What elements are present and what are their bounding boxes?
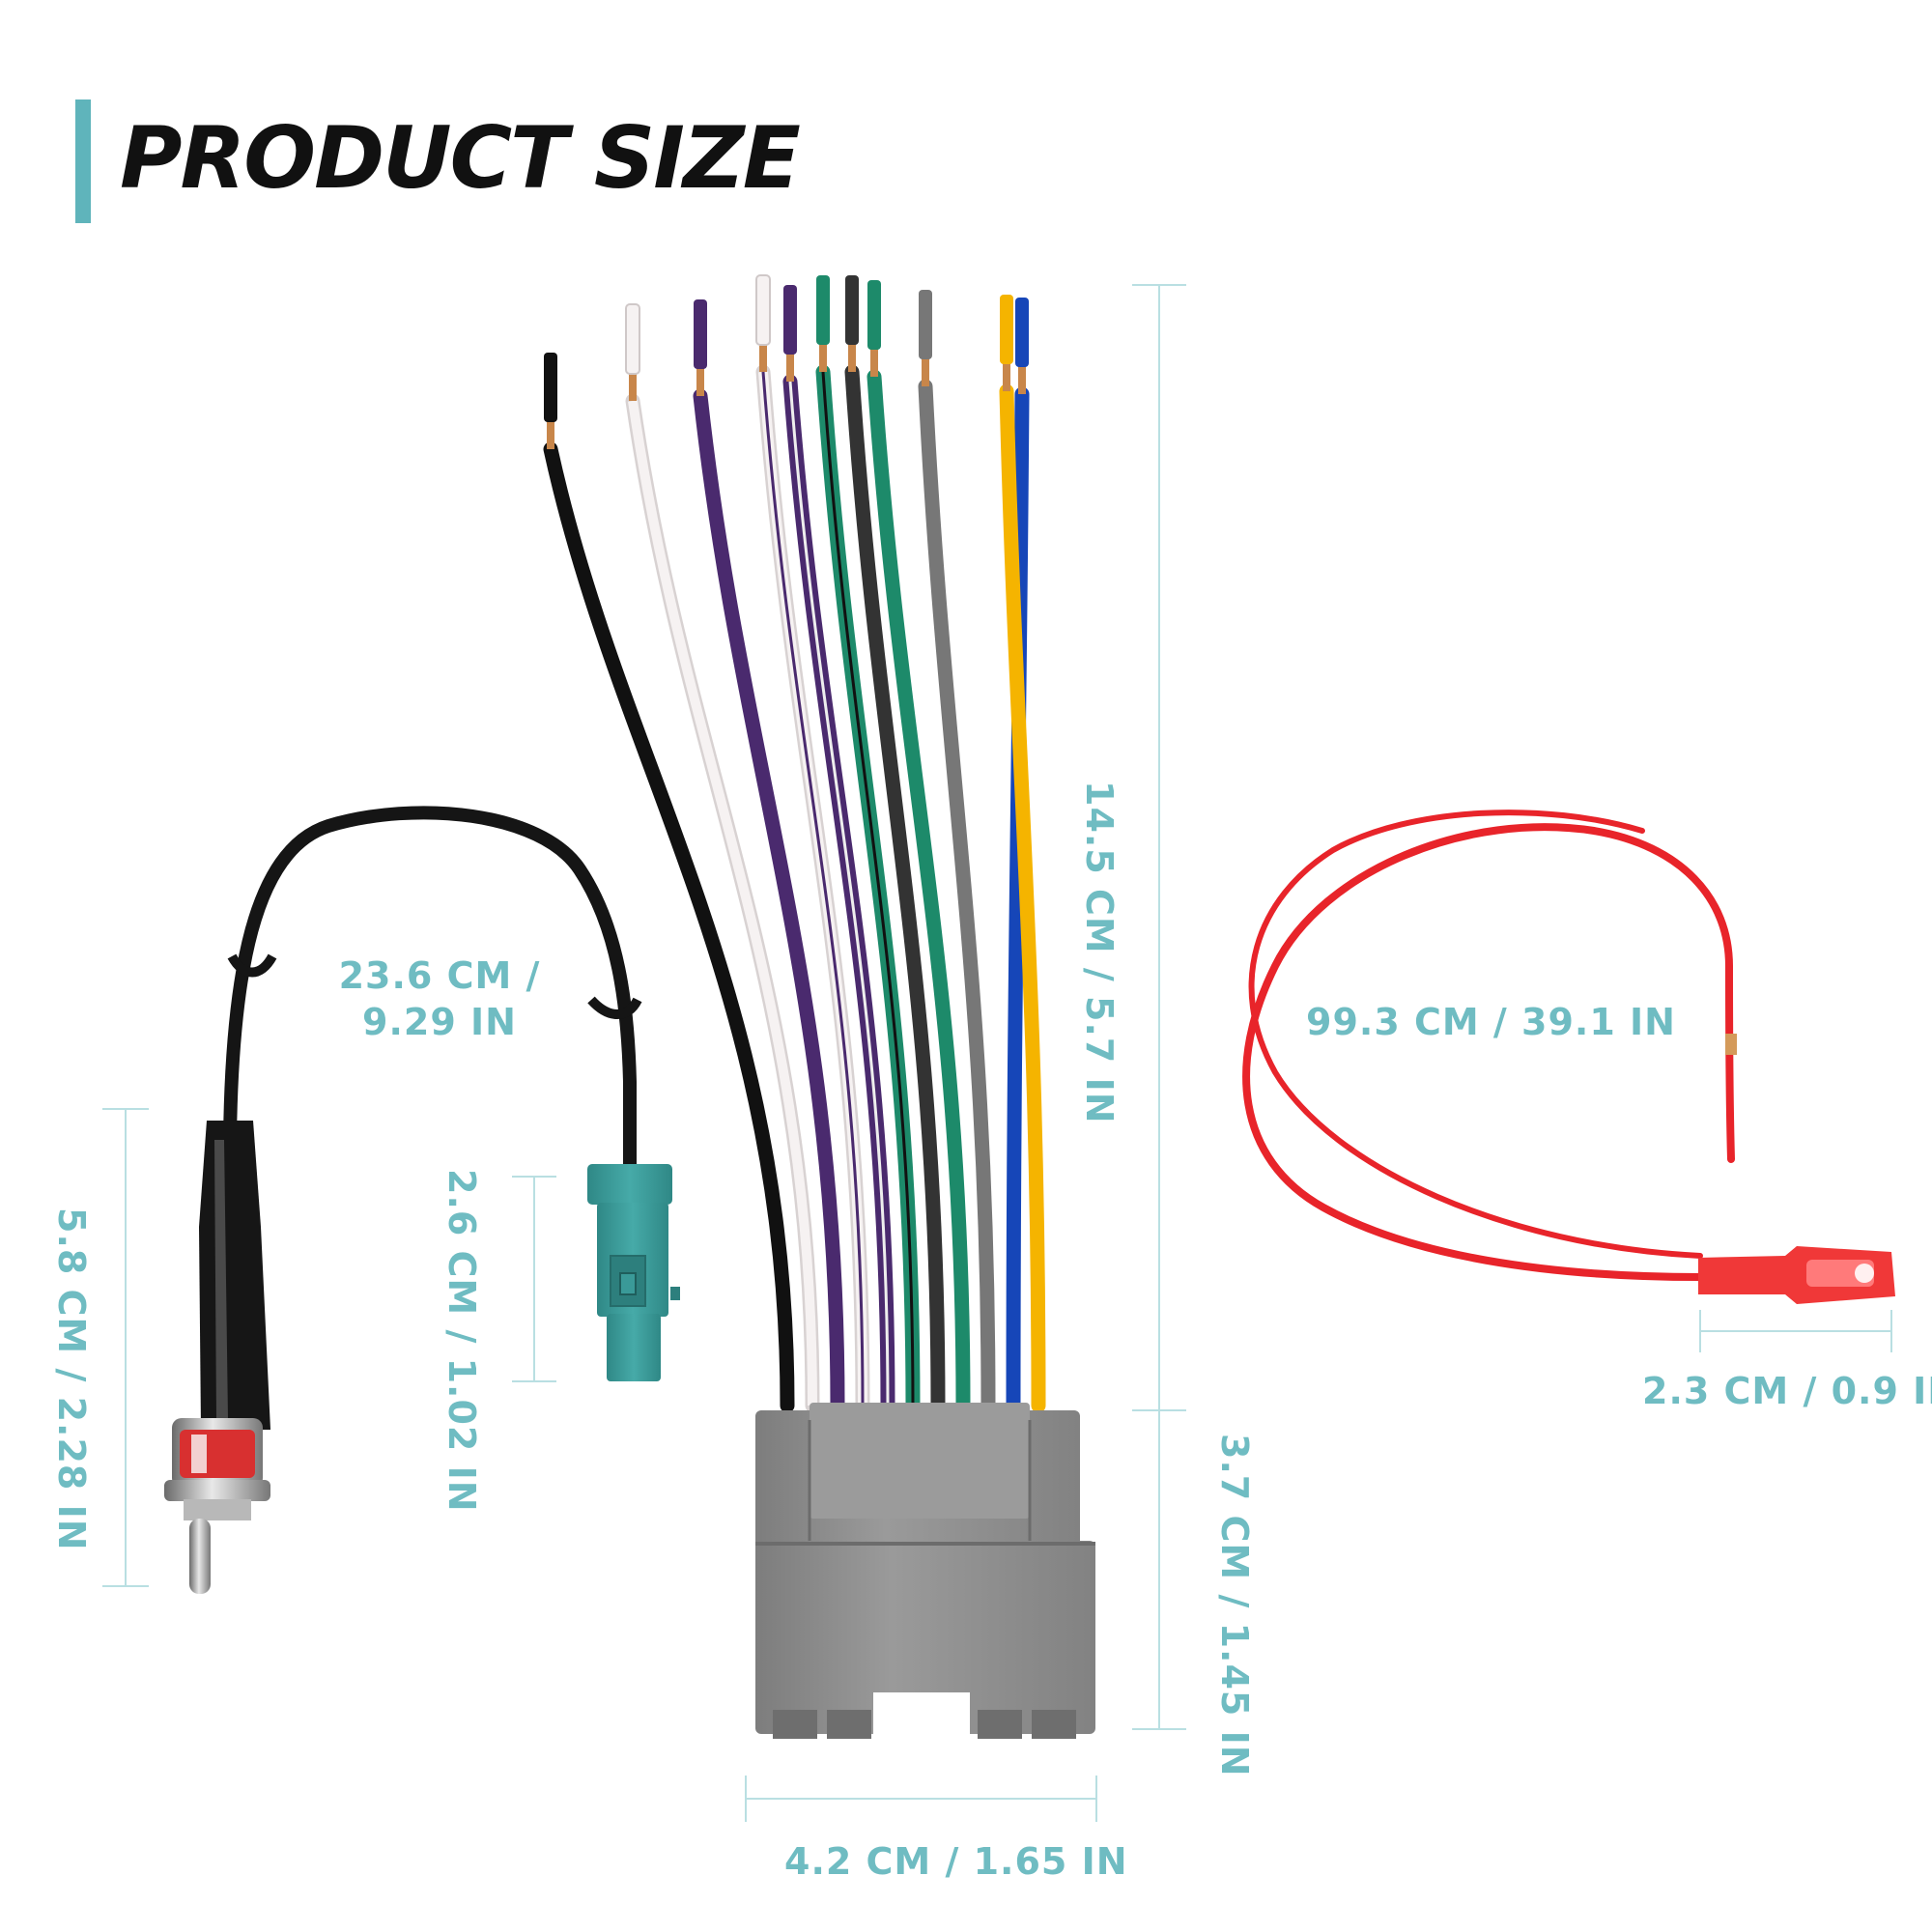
wire-end-cap: [1015, 298, 1029, 367]
harness-wire-outline: [999, 384, 1046, 1413]
harness-wire-outline: [543, 441, 795, 1413]
copper-strand: [759, 343, 767, 372]
copper-strand: [848, 343, 856, 372]
wire-end-cap: [845, 275, 859, 345]
copper-strand: [547, 420, 554, 449]
harness-wire-stripe: [821, 371, 915, 1406]
page-title: PRODUCT SIZE: [120, 108, 801, 208]
wire-end-cap: [816, 275, 830, 345]
harness-wire-stripe: [761, 371, 865, 1406]
red-wire-length-label: 99.3 CM / 39.1 IN: [1306, 1001, 1676, 1043]
connector-width-label: 4.2 CM / 1.65 IN: [784, 1840, 1128, 1883]
wire-end-cap: [867, 280, 881, 350]
antenna-length-label: 5.8 CM / 2.28 IN: [50, 1208, 93, 1551]
antenna-adapter: [164, 806, 642, 1594]
harness-wire-outline: [693, 388, 845, 1413]
antenna-cable: [223, 806, 637, 1176]
red-wire: [1242, 823, 1735, 1281]
wire-end-cap: [625, 303, 640, 375]
antenna-loop-line2: 9.29 IN: [362, 1001, 517, 1043]
copper-strand: [870, 348, 878, 377]
harness-wire-stripe: [788, 381, 890, 1406]
dimension-lines: [102, 284, 1892, 1822]
wire-end-cap: [544, 353, 557, 422]
wire-end-cap: [919, 290, 932, 359]
wire-end-cap: [783, 285, 797, 355]
harness-wires: [543, 274, 1046, 1413]
wire-end-cap: [755, 274, 771, 346]
harness-wire-outline: [844, 364, 946, 1413]
harness-wire-outline: [1006, 386, 1030, 1413]
terminal-length-label: 2.3 CM / 0.9 IN: [1642, 1370, 1932, 1412]
harness-wire-outline: [918, 379, 996, 1413]
title-accent-bar: [75, 99, 91, 223]
wire-end-cap: [1000, 295, 1013, 364]
wire-end-cap: [694, 299, 707, 369]
antenna-loop-label: 23.6 CM / 9.29 IN: [328, 952, 551, 1045]
fakra-connector: [587, 1164, 680, 1381]
copper-strand: [1003, 362, 1010, 391]
connector-height-label: 3.7 CM / 1.45 IN: [1213, 1434, 1256, 1777]
copper-strand: [786, 353, 794, 382]
copper-strand: [629, 372, 637, 401]
wire-length-label: 14.5 CM / 5.7 IN: [1078, 781, 1121, 1124]
copper-strand: [696, 367, 704, 396]
harness-wire: [628, 400, 817, 1406]
harness-connector: [755, 1403, 1095, 1739]
harness-wire-outline: [867, 369, 971, 1413]
copper-strand: [1018, 365, 1026, 394]
fakra-height-label: 2.6 CM / 1.02 IN: [440, 1169, 483, 1513]
copper-strand: [922, 357, 929, 386]
antenna-loop-line1: 23.6 CM /: [338, 954, 541, 997]
red-wire-assembly: [1242, 810, 1895, 1304]
copper-strand: [819, 343, 827, 372]
